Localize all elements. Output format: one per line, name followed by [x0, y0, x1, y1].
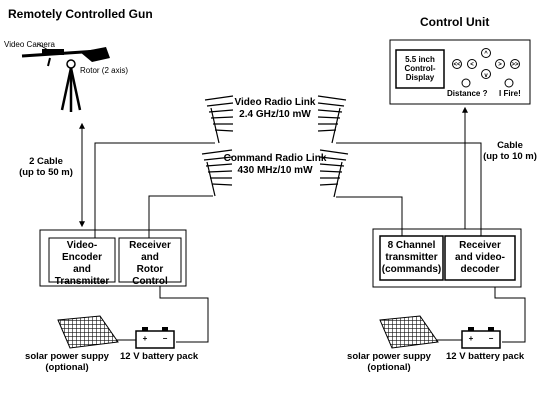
video-encoder-box — [48, 237, 116, 283]
receiver-decoder-box — [444, 235, 516, 281]
encoder-line3: Transmitter — [54, 276, 110, 287]
battery-right-icon: + − — [461, 327, 501, 349]
display-line3: Display — [405, 73, 435, 83]
command-antenna-wire-left — [148, 195, 213, 238]
tripod-icon — [60, 67, 82, 112]
svg-text:<: < — [470, 62, 474, 68]
video-link-line1: Video Radio Link — [234, 97, 316, 108]
control-receiver-line2: and video- — [454, 252, 505, 263]
camera-label: Video Camera — [4, 40, 55, 49]
svg-text:<<: << — [453, 62, 461, 68]
battery-left-icon: + − — [135, 327, 175, 349]
control-cable-line2: (up to 10 m) — [483, 150, 537, 162]
svg-text:−: − — [489, 334, 494, 343]
fast-left-button-icon[interactable] — [452, 59, 462, 69]
video-link-line2: 2.4 GHz/10 mW — [239, 108, 311, 120]
svg-text:−: − — [163, 334, 168, 343]
button-glyphs: ^ v < > << >> — [453, 51, 519, 79]
rotor-icon — [66, 59, 76, 69]
gun-cable-label: 2 Cable (up to 50 m) — [16, 156, 76, 179]
control-receiver-line3: decoder — [460, 264, 500, 275]
transmitter-line2: transmitter — [385, 252, 438, 263]
control-solar-line2: (optional) — [367, 361, 411, 373]
receiver-rotor-box — [118, 237, 182, 283]
gun-cable-line2: (up to 50 m) — [19, 166, 73, 178]
encoder-line2: and — [73, 264, 91, 275]
control-solar-line1: solar power suppy — [347, 351, 431, 362]
distance-button-icon[interactable] — [461, 78, 471, 88]
video-antenna-wire-left — [94, 142, 215, 238]
down-button-icon[interactable] — [481, 69, 491, 79]
receiver-rotor-label: Receiver and Rotor Control — [119, 240, 181, 288]
transmitter-box — [379, 235, 444, 281]
gun-receiver-line2: and — [141, 252, 159, 263]
transmitter-label: 8 Channel transmitter (commands) — [380, 240, 443, 276]
gun-icon — [21, 47, 110, 67]
camera-pointer-line — [37, 43, 49, 51]
svg-text:+: + — [143, 334, 148, 343]
control-solar-label: solar power suppy (optional) — [334, 351, 444, 374]
display-line2: Control- — [404, 64, 436, 74]
solar-panel-left-icon — [57, 315, 119, 349]
svg-text:+: + — [469, 334, 474, 343]
control-receiver-line1: Receiver — [459, 240, 501, 251]
gun-power-wire — [159, 286, 209, 343]
video-antenna-left-icon — [204, 95, 234, 144]
video-antenna-right-icon — [317, 95, 347, 144]
gun-solar-line1: solar power suppy — [25, 351, 109, 362]
video-antenna-wire-right — [336, 142, 482, 236]
display-line1: 5.5 inch — [405, 55, 435, 64]
transmitter-line3: (commands) — [381, 264, 442, 275]
control-power-wire — [494, 287, 526, 343]
control-cable-label: Cable (up to 10 m) — [478, 140, 542, 163]
svg-text:>>: >> — [511, 62, 519, 68]
command-link-line1: Command Radio Link — [223, 153, 327, 164]
control-battery-label: 12 V battery pack — [446, 351, 525, 362]
gun-battery-label: 12 V battery pack — [120, 351, 199, 362]
distance-label: Distance ? — [447, 89, 488, 98]
receiver-decoder-label: Receiver and video- decoder — [445, 240, 515, 276]
solar-panel-right-icon — [379, 315, 439, 349]
gun-cable-line1: 2 Cable — [29, 156, 63, 167]
command-link-label: Command Radio Link 430 MHz/10 mW — [220, 153, 330, 176]
encoder-line1: Video-Encoder — [61, 240, 102, 263]
gun-title: Remotely Controlled Gun — [8, 7, 153, 21]
command-antenna-left-icon — [201, 149, 233, 197]
fire-label: I Fire! — [499, 89, 521, 98]
gun-receiver-line1: Receiver — [129, 240, 171, 251]
control-title: Control Unit — [420, 15, 490, 29]
left-button-icon[interactable] — [467, 59, 477, 69]
button-cluster — [452, 48, 520, 88]
svg-text:>: > — [498, 62, 502, 68]
rotor-label: Rotor (2 axis) — [80, 66, 129, 75]
svg-text:v: v — [484, 73, 488, 79]
command-link-line2: 430 MHz/10 mW — [237, 164, 313, 176]
gun-receiver-line3: Rotor Control — [132, 264, 168, 287]
gun-solar-line2: (optional) — [45, 361, 89, 373]
fire-button-icon[interactable] — [504, 78, 514, 88]
video-encoder-label: Video-Encoder and Transmitter — [49, 240, 115, 288]
fast-right-button-icon[interactable] — [510, 59, 520, 69]
gun-solar-label: solar power suppy (optional) — [12, 351, 122, 374]
display-label: 5.5 inch Control- Display — [396, 55, 444, 83]
svg-text:^: ^ — [484, 51, 488, 57]
control-display — [395, 49, 445, 89]
command-antenna-right-icon — [319, 149, 349, 198]
video-link-label: Video Radio Link 2.4 GHz/10 mW — [225, 97, 325, 120]
control-cable-line1: Cable — [497, 140, 523, 151]
command-antenna-wire-right — [336, 196, 403, 236]
up-button-icon[interactable] — [481, 48, 491, 58]
right-button-icon[interactable] — [495, 59, 505, 69]
transmitter-line1: 8 Channel — [387, 240, 436, 251]
